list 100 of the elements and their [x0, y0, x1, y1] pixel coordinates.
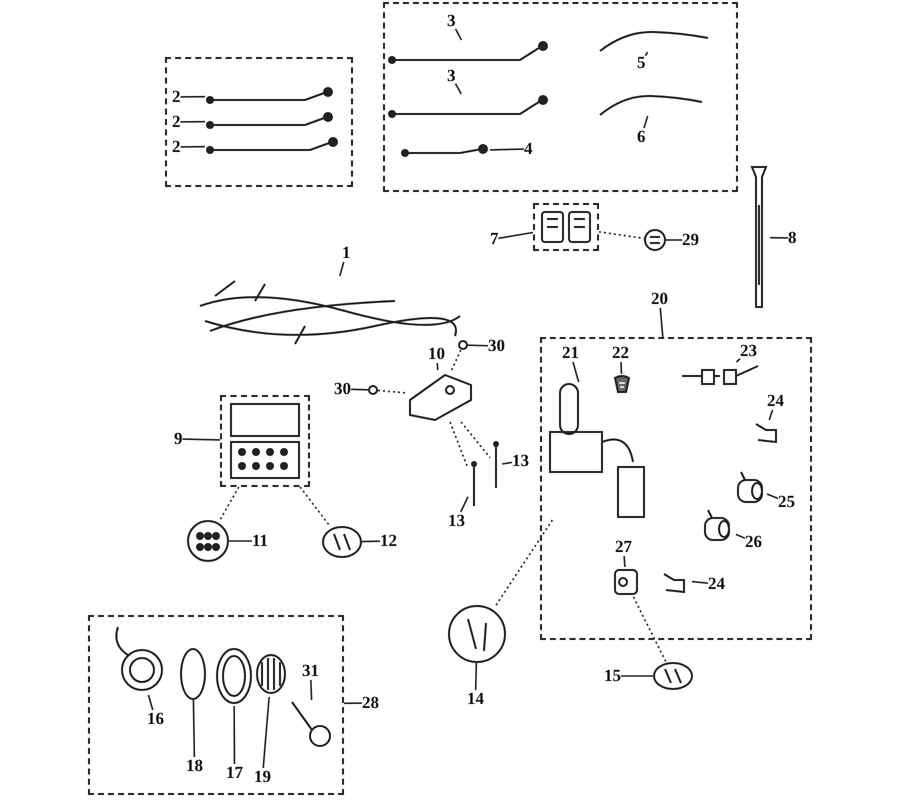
leader-line — [620, 362, 622, 374]
dotted-line — [496, 520, 554, 606]
callout-number: 1 — [342, 244, 350, 262]
dashed-group-frame — [540, 337, 812, 640]
leader-line — [572, 362, 580, 382]
dashed-group-frame — [533, 203, 599, 251]
dashed-group-frame — [383, 2, 738, 192]
callout-number: 10 — [428, 345, 445, 363]
screw-drawing — [468, 460, 480, 508]
callout-number: 30 — [334, 380, 351, 398]
leader-line — [180, 146, 205, 148]
leader-line — [344, 702, 362, 704]
callout-number: 20 — [651, 290, 668, 308]
leader-line — [148, 694, 154, 710]
leader-line — [490, 148, 524, 151]
leader-line — [362, 540, 380, 542]
leader-line — [736, 534, 746, 540]
dotted-line — [460, 422, 491, 458]
leader-line — [350, 388, 368, 391]
callout-number: 24 — [708, 575, 725, 593]
leader-line — [262, 696, 270, 768]
cap-drawing — [612, 374, 632, 396]
wire-drawing — [598, 30, 710, 52]
cable-drawing — [387, 40, 550, 66]
callout-number: 3 — [447, 12, 456, 30]
callout-number: 13 — [448, 512, 465, 530]
callout-number: 31 — [302, 662, 319, 680]
dashed-group-frame — [220, 395, 310, 487]
wire-drawing — [598, 94, 704, 116]
callout-number: 2 — [172, 88, 180, 106]
dashed-group-frame — [165, 57, 353, 187]
block-drawing — [612, 567, 640, 597]
leader-line — [770, 236, 788, 239]
callout-number: 11 — [252, 532, 268, 550]
ignition-switch-drawing — [548, 382, 648, 520]
callout-number: 18 — [186, 757, 203, 775]
callout-number: 27 — [615, 538, 632, 556]
callout-number: 4 — [524, 140, 532, 158]
o-ring-drawing — [180, 648, 206, 700]
leader-line — [659, 308, 664, 338]
callout-number: 22 — [612, 344, 629, 362]
leader-line — [436, 362, 439, 370]
dotted-line — [299, 486, 330, 526]
dotted-line — [378, 390, 406, 394]
callout-number: 19 — [254, 768, 271, 786]
leader-line — [502, 462, 512, 465]
callout-number: 2 — [172, 113, 180, 131]
callout-number: 7 — [490, 230, 498, 248]
fuse-box-drawing — [228, 402, 302, 480]
leader-line — [766, 493, 778, 500]
leader-line — [644, 52, 648, 56]
leader-line — [692, 580, 708, 584]
callout-number: 3 — [447, 67, 456, 85]
callout-number: 29 — [682, 231, 699, 249]
dotted-line — [632, 596, 667, 662]
dotted-line — [219, 486, 240, 520]
nut-drawing — [368, 385, 378, 395]
callout-number: 13 — [512, 452, 529, 470]
dashed-group-frame — [88, 615, 344, 795]
callout-number: 6 — [637, 128, 646, 146]
dotted-line — [449, 422, 469, 469]
leader-line — [454, 83, 462, 94]
callout-number: 5 — [637, 54, 646, 72]
cable-drawing — [400, 143, 490, 159]
connector-drawing — [539, 209, 593, 245]
callout-number: 16 — [147, 710, 164, 728]
callout-number: 21 — [562, 344, 579, 362]
dotted-line — [598, 231, 644, 240]
leader-line — [768, 410, 774, 420]
leader-line — [339, 262, 344, 276]
callout-number: 17 — [226, 764, 243, 782]
leader-line — [621, 675, 653, 677]
leader-line — [182, 438, 220, 441]
callout-number: 12 — [380, 532, 397, 550]
cable-drawing — [205, 86, 335, 106]
nut-drawing — [458, 340, 468, 350]
inset-drawing — [322, 526, 362, 558]
callout-number: 2 — [172, 138, 180, 156]
leader-line — [643, 116, 648, 128]
callout-number: 30 — [488, 337, 505, 355]
callout-number: 8 — [788, 229, 796, 247]
dotted-line — [451, 350, 462, 370]
leader-line — [474, 662, 478, 690]
strap-drawing — [748, 165, 770, 310]
cap-nut-drawing — [254, 652, 288, 697]
leader-line — [468, 344, 488, 347]
callout-number: 24 — [767, 392, 784, 410]
cable-drawing — [387, 94, 550, 120]
callout-number: 15 — [604, 667, 621, 685]
leader-line — [180, 120, 205, 123]
leader-line — [454, 28, 462, 40]
screw-drawing — [490, 440, 502, 490]
leader-line — [666, 239, 682, 241]
leader-line — [192, 700, 196, 758]
leader-line — [460, 496, 469, 512]
callout-number: 23 — [740, 342, 757, 360]
callout-number: 14 — [467, 690, 484, 708]
callout-number: 25 — [778, 493, 795, 511]
leader-line — [233, 706, 236, 764]
leader-line — [180, 96, 205, 98]
